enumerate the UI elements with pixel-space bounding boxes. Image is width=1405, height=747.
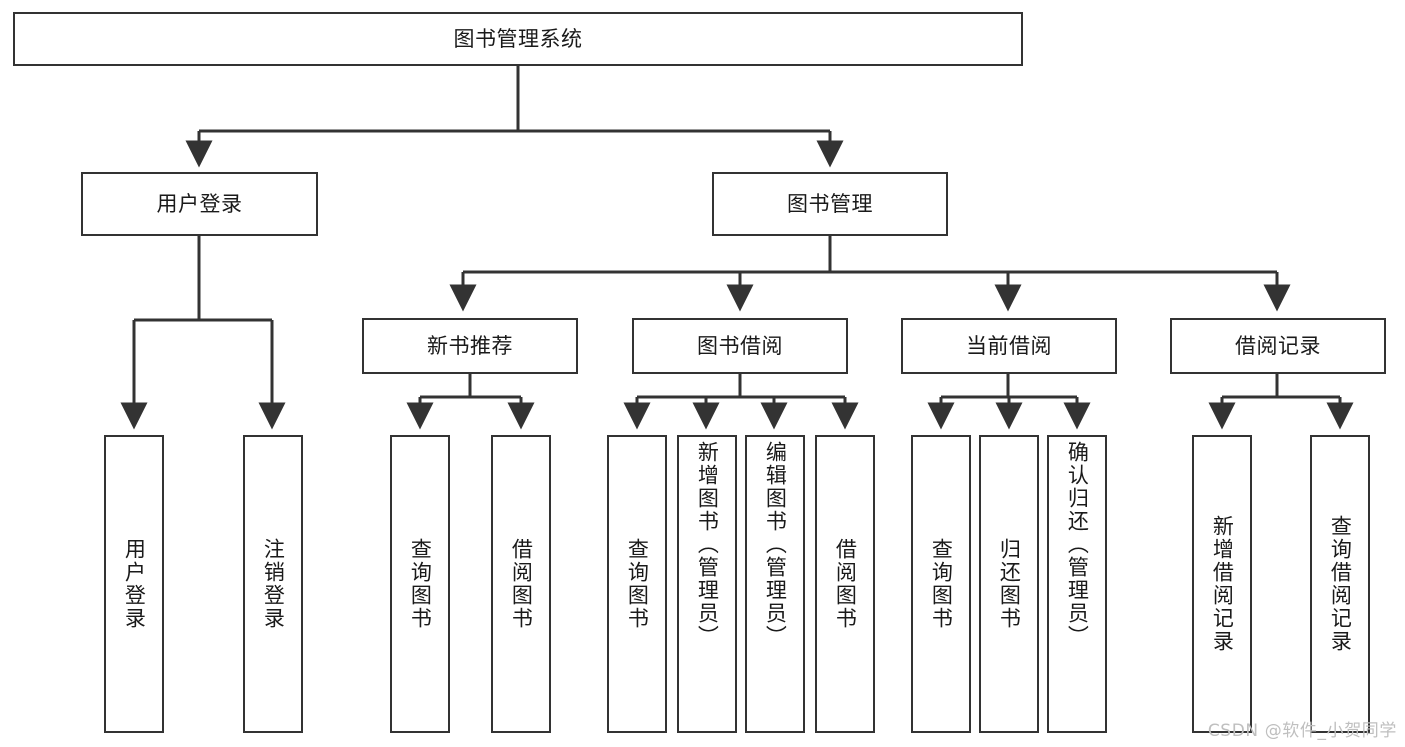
node-book-borrow[interactable]: 图书借阅 <box>632 318 848 374</box>
leaf-label: 查询图书 <box>408 538 433 630</box>
leaf-label: 查询图书 <box>929 538 954 630</box>
node-label: 新书推荐 <box>427 333 513 358</box>
leaf-label: 借阅图书 <box>509 538 534 630</box>
leaf-label: 确认归还（管理员） <box>1065 441 1090 648</box>
node-label: 借阅记录 <box>1235 333 1321 358</box>
leaf-borrow-book-new[interactable]: 借阅图书 <box>491 435 551 733</box>
leaf-label: 注销登录 <box>261 538 286 630</box>
node-book-management[interactable]: 图书管理 <box>712 172 948 236</box>
leaf-label: 新增图书（管理员） <box>695 441 720 648</box>
leaf-query-borrow-record[interactable]: 查询借阅记录 <box>1310 435 1370 733</box>
leaf-query-book-new[interactable]: 查询图书 <box>390 435 450 733</box>
csdn-watermark: CSDN @软件_小贺同学 <box>1207 721 1397 741</box>
leaf-user-login[interactable]: 用户登录 <box>104 435 164 733</box>
node-borrow-records[interactable]: 借阅记录 <box>1170 318 1386 374</box>
leaf-add-book-admin[interactable]: 新增图书（管理员） <box>677 435 737 733</box>
node-label: 图书借阅 <box>697 333 783 358</box>
leaf-label: 查询借阅记录 <box>1328 515 1353 653</box>
leaf-return-book[interactable]: 归还图书 <box>979 435 1039 733</box>
leaf-label: 新增借阅记录 <box>1210 515 1235 653</box>
leaf-logout[interactable]: 注销登录 <box>243 435 303 733</box>
leaf-edit-book-admin[interactable]: 编辑图书（管理员） <box>745 435 805 733</box>
leaf-label: 用户登录 <box>122 538 147 630</box>
leaf-add-borrow-record[interactable]: 新增借阅记录 <box>1192 435 1252 733</box>
node-user-login[interactable]: 用户登录 <box>81 172 318 236</box>
node-label: 用户登录 <box>156 191 243 216</box>
leaf-label: 查询图书 <box>625 538 650 630</box>
leaf-label: 归还图书 <box>997 538 1022 630</box>
node-label: 图书管理系统 <box>453 26 583 51</box>
leaf-borrow-book[interactable]: 借阅图书 <box>815 435 875 733</box>
leaf-query-book-borrow[interactable]: 查询图书 <box>607 435 667 733</box>
leaf-query-book-current[interactable]: 查询图书 <box>911 435 971 733</box>
node-label: 图书管理 <box>787 191 873 216</box>
node-current-borrow[interactable]: 当前借阅 <box>901 318 1117 374</box>
leaf-label: 借阅图书 <box>833 538 858 630</box>
node-label: 当前借阅 <box>966 333 1052 358</box>
leaf-label: 编辑图书（管理员） <box>763 441 788 648</box>
leaf-confirm-return-admin[interactable]: 确认归还（管理员） <box>1047 435 1107 733</box>
node-root-book-management-system[interactable]: 图书管理系统 <box>13 12 1023 66</box>
node-new-book-recommend[interactable]: 新书推荐 <box>362 318 578 374</box>
